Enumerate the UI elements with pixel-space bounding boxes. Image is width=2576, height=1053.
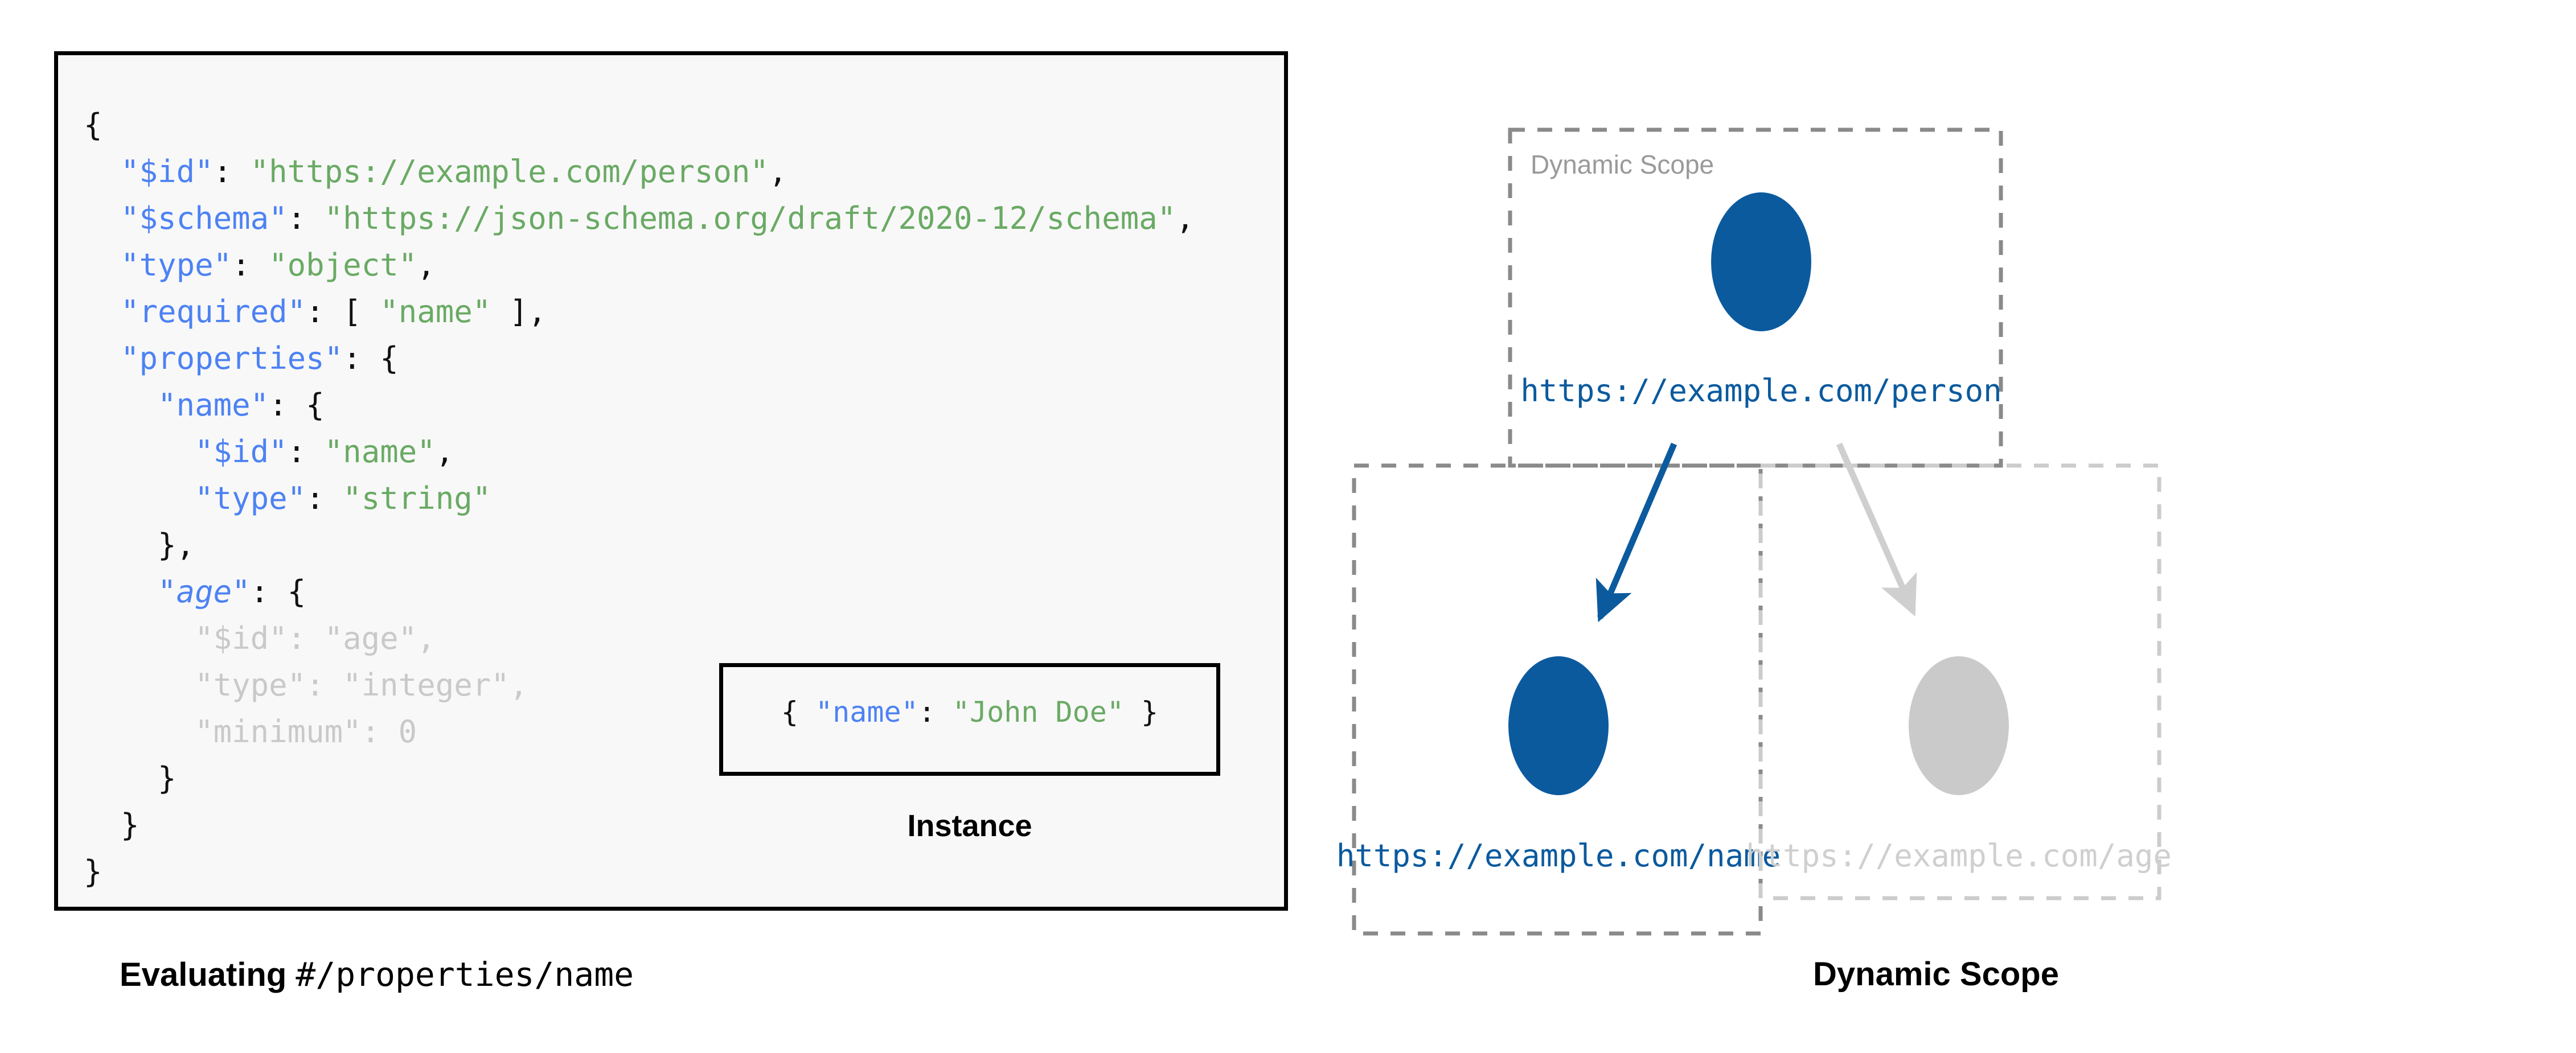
code-token [84, 200, 121, 236]
code-token: , [1176, 200, 1195, 236]
schema-code-panel: { "$id": "https://example.com/person", "… [54, 51, 1288, 911]
code-token [84, 574, 158, 610]
dynamic-scope-diagram: Dynamic Scope https://example.com/person… [1310, 85, 2562, 939]
instance-json-code: { "name": "John Doe" } [723, 696, 1216, 729]
code-token: : { [343, 340, 399, 376]
json-schema-code: { "$id": "https://example.com/person", "… [84, 102, 1195, 895]
code-token: "required" [121, 294, 306, 330]
node-circle-name[interactable] [1508, 656, 1609, 795]
code-token: "type": "integer", [84, 667, 528, 703]
code-token: } [1123, 696, 1159, 729]
instance-caption: Instance [907, 809, 1032, 843]
code-token: : [287, 200, 325, 236]
code-token: { [781, 696, 816, 729]
code-token: "$id" [121, 154, 214, 190]
code-token: "minimum": 0 [84, 714, 417, 750]
code-token: } [84, 760, 177, 796]
code-token: "properties" [121, 340, 343, 376]
code-token [84, 480, 195, 516]
code-token: : [287, 434, 325, 470]
left-figure-caption: Evaluating #/properties/name [120, 955, 634, 994]
code-token: "https://json-schema.org/draft/2020-12/s… [324, 200, 1176, 236]
scope-box-age [1758, 463, 2161, 900]
code-token: , [435, 434, 454, 470]
code-token: : [306, 480, 343, 516]
code-token: "name" [380, 294, 491, 330]
code-token [84, 294, 121, 330]
code-token: "type" [121, 247, 232, 283]
code-token: "string" [343, 480, 491, 516]
code-token: "John Doe" [952, 696, 1124, 729]
code-token: } [84, 807, 140, 843]
code-token: , [417, 247, 436, 283]
code-token: : [213, 154, 251, 190]
code-token: "$id" [195, 434, 288, 470]
code-token: } [84, 854, 102, 890]
arrow-person-to-name [1595, 442, 1677, 623]
node-circle-age[interactable] [1909, 656, 2009, 795]
code-token [84, 340, 121, 376]
arrow-person-to-age [1836, 442, 1917, 617]
node-label-name: https://example.com/name [1336, 838, 1781, 874]
code-token: "$schema" [121, 200, 288, 236]
code-token [84, 434, 195, 470]
left-caption-bold: Evaluating [120, 956, 296, 993]
code-token [84, 154, 121, 190]
code-token: "age" [158, 574, 251, 610]
code-token: : [918, 696, 953, 729]
code-token: : { [250, 574, 306, 610]
code-token: "name" [324, 434, 436, 470]
code-token [84, 387, 158, 423]
code-token: "object" [269, 247, 417, 283]
code-token: "https://example.com/person" [250, 154, 769, 190]
code-token: : { [269, 387, 325, 423]
code-token: }, [84, 527, 195, 563]
code-token: "name" [158, 387, 269, 423]
node-label-age: https://example.com/age [1746, 838, 2172, 874]
code-token: "$id": "age", [84, 620, 436, 656]
scope-label: Dynamic Scope [1531, 150, 1714, 179]
left-caption-pointer: #/properties/name [296, 955, 634, 994]
code-token [84, 247, 121, 283]
node-circle-person[interactable] [1711, 192, 1811, 331]
node-label-person: https://example.com/person [1520, 373, 2001, 409]
code-token: , [768, 154, 787, 190]
code-token: : [232, 247, 269, 283]
code-token: ], [491, 294, 547, 330]
code-token: "type" [195, 480, 306, 516]
scope-box-person [1508, 127, 2003, 468]
instance-box: { "name": "John Doe" } [719, 663, 1220, 776]
code-token: : [ [306, 294, 380, 330]
code-token: { [84, 107, 102, 143]
right-figure-caption: Dynamic Scope [1813, 956, 2059, 993]
code-token: "name" [815, 696, 918, 729]
